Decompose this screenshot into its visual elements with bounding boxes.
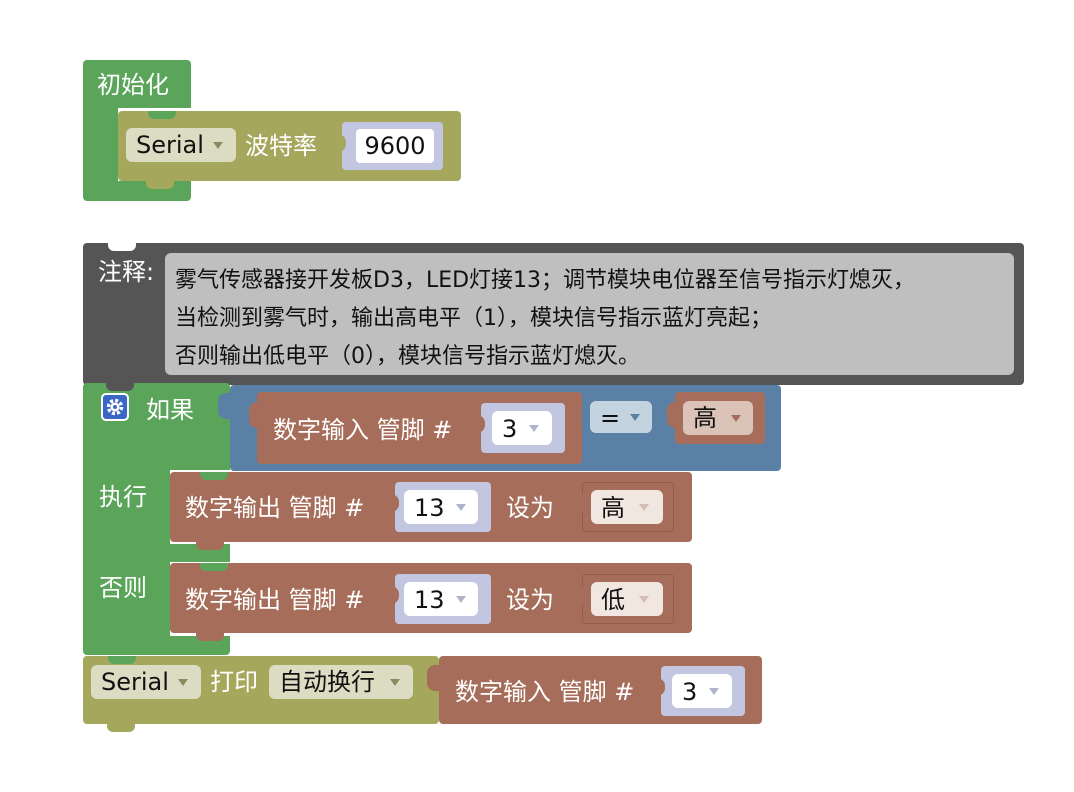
chevron-down-icon xyxy=(456,504,466,511)
write-value-dropdown[interactable]: 低 xyxy=(591,582,663,616)
operator-dropdown[interactable]: = xyxy=(590,401,652,433)
digital-write-label: 数字输出 管脚 # xyxy=(185,494,365,522)
chevron-down-icon xyxy=(529,425,539,432)
read-pin-dropdown[interactable]: 3 xyxy=(672,674,732,708)
gear-icon[interactable] xyxy=(101,393,129,421)
baud-value-input[interactable]: 9600 xyxy=(356,129,434,163)
chevron-down-icon xyxy=(456,596,466,603)
serial-port-dropdown[interactable]: Serial xyxy=(126,128,236,162)
chevron-down-icon xyxy=(639,596,649,603)
serial-port-dropdown[interactable]: Serial xyxy=(91,665,201,699)
do-label: 执行 xyxy=(99,483,147,511)
comment-label: 注释: xyxy=(98,258,155,286)
chevron-down-icon xyxy=(709,688,719,695)
comment-line: 否则输出低电平（0），模块信号指示蓝灯熄灭。 xyxy=(175,344,640,369)
print-mode-dropdown[interactable]: 自动换行 xyxy=(269,665,413,699)
write-pin-dropdown[interactable]: 13 xyxy=(404,582,478,616)
digital-read-label: 数字输入 管脚 # xyxy=(273,416,453,444)
set-to-label: 设为 xyxy=(506,586,554,614)
write-pin-dropdown[interactable]: 13 xyxy=(404,490,478,524)
if-label: 如果 xyxy=(146,396,194,424)
set-to-label: 设为 xyxy=(506,494,554,522)
chevron-down-icon xyxy=(390,679,400,686)
digital-write-label: 数字输出 管脚 # xyxy=(185,586,365,614)
print-label: 打印 xyxy=(210,668,258,696)
chevron-down-icon xyxy=(731,415,741,422)
read-pin-dropdown[interactable]: 3 xyxy=(492,411,552,445)
chevron-down-icon xyxy=(639,504,649,511)
chevron-down-icon xyxy=(178,679,188,686)
comment-line: 当检测到雾气时，输出高电平（1），模块信号指示蓝灯亮起； xyxy=(175,306,772,331)
chevron-down-icon xyxy=(630,414,640,421)
else-label: 否则 xyxy=(99,574,147,602)
digital-read-label: 数字输入 管脚 # xyxy=(455,678,635,706)
comment-line: 雾气传感器接开发板D3，LED灯接13；调节模块电位器至信号指示灯熄灭， xyxy=(175,268,916,293)
setup-label: 初始化 xyxy=(97,71,169,99)
comment-text-area[interactable]: 雾气传感器接开发板D3，LED灯接13；调节模块电位器至信号指示灯熄灭， 当检测… xyxy=(165,253,1014,375)
chevron-down-icon xyxy=(213,142,223,149)
condition-value-dropdown[interactable]: 高 xyxy=(683,401,753,435)
write-value-dropdown[interactable]: 高 xyxy=(591,490,663,524)
baud-rate-label: 波特率 xyxy=(245,132,317,160)
